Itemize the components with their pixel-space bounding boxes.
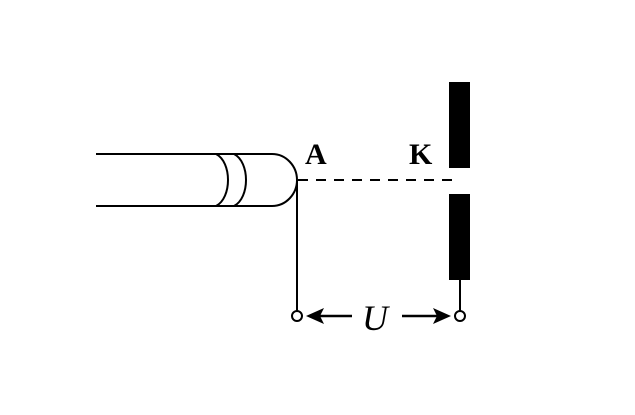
tube	[96, 153, 299, 207]
cathode-plate-lower	[449, 194, 470, 280]
tube-cap	[271, 153, 299, 207]
voltage-arrow-right	[402, 308, 451, 324]
cathode-terminal	[454, 310, 466, 322]
tube-inner-arc-1	[215, 153, 229, 207]
anode-terminal	[291, 310, 303, 322]
label-anode: A	[305, 138, 327, 171]
label-voltage: U	[362, 298, 390, 338]
cathode-plate-upper	[449, 82, 470, 168]
label-cathode: K	[409, 138, 433, 171]
voltage-arrow-left	[306, 308, 352, 324]
tube-inner-arc-2	[233, 153, 247, 207]
